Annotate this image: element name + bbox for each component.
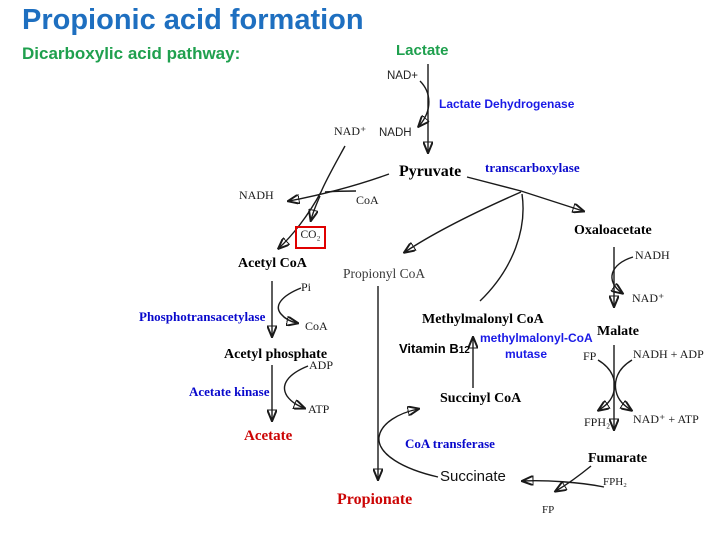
cofactor-nadh-top: NADH <box>379 127 412 139</box>
cofactor-nad-atp: NAD⁺ + ATP <box>633 412 699 426</box>
arrow-fumarate-to-succinate <box>523 481 605 488</box>
co2-highlight-box <box>295 226 326 249</box>
node-lactate: Lactate <box>396 42 449 59</box>
node-propionate: Propionate <box>337 491 413 508</box>
enzyme-transcarboxylase: transcarboxylase <box>485 160 580 175</box>
page-subtitle: Dicarboxylic acid pathway: <box>22 44 241 63</box>
curve-methylmalonyl-to-hub <box>479 193 524 302</box>
cofactor-coa-out: CoA <box>305 319 328 333</box>
curve-nadhadp-to-nadatp <box>614 359 632 410</box>
curve-pi-to-coa <box>277 287 302 323</box>
node-succinate: Succinate <box>440 468 506 485</box>
cofactor-adp: ADP <box>309 358 334 372</box>
enzyme-mm-mutase-line1: methylmalonyl-CoA <box>480 331 593 345</box>
arrow-to-co2 <box>311 195 321 220</box>
vitamin-b-text: Vitamin B <box>399 341 459 356</box>
cofactor-nadh-right: NADH <box>635 248 670 262</box>
enzyme-acetate-kinase: Acetate kinase <box>189 384 270 399</box>
arrow-pyruvate-to-oxaloacetate <box>466 176 583 211</box>
cofactor-nadh-left: NADH <box>239 188 274 202</box>
enzyme-lactate-dehydrogenase: Lactate Dehydrogenase <box>439 97 575 111</box>
arrow-hub-to-propionylcoa <box>405 191 522 252</box>
node-acetyl-coa: Acetyl CoA <box>238 256 307 271</box>
node-co2: CO₂ <box>300 229 321 241</box>
cofactor-nadh-adp: NADH + ADP <box>633 347 704 361</box>
label-vitamin-b12: Vitamin B12 <box>399 341 470 356</box>
node-propionyl-coa: Propionyl CoA <box>343 266 426 281</box>
cofactor-fph2: FPH₂ <box>584 415 611 429</box>
curve-succinate-to-succinylcoa <box>378 409 439 478</box>
curve-nad-to-nadh-ldh <box>419 80 429 126</box>
curve-adp-to-atp <box>283 365 309 408</box>
cofactor-atp: ATP <box>308 402 330 416</box>
curve-nadh-to-nad-right <box>612 256 634 293</box>
cofactor-fp: FP <box>583 349 597 363</box>
cofactor-fph2-bottom: FPH₂ <box>603 476 628 488</box>
node-succinyl-coa: Succinyl CoA <box>440 391 522 406</box>
cofactor-pi: Pi <box>301 280 312 294</box>
cofactor-nad-plus-top: NAD+ <box>387 70 418 82</box>
cofactor-coa-pyruvate: CoA <box>356 193 379 207</box>
node-acetyl-phosphate: Acetyl phosphate <box>224 347 328 362</box>
cofactor-nad-right: NAD⁺ <box>632 291 665 305</box>
curve-fumarate-to-fp <box>556 465 592 491</box>
vitamin-b-number: 12 <box>458 345 470 356</box>
cofactor-fp-bottom: FP <box>542 504 555 516</box>
node-fumarate: Fumarate <box>588 451 648 466</box>
enzyme-coa-transferase: CoA transferase <box>405 436 495 451</box>
curve-nad-to-acetylcoa <box>279 145 346 248</box>
node-pyruvate: Pyruvate <box>399 163 462 180</box>
enzyme-mm-mutase-line2: mutase <box>505 347 548 361</box>
cofactor-nad-plus-left: NAD⁺ <box>334 124 367 138</box>
page-title: Propionic acid formation <box>22 4 364 36</box>
node-malate: Malate <box>597 324 639 339</box>
enzyme-phosphotransacetylase: Phosphotransacetylase <box>139 309 266 324</box>
line-coa-feeder <box>324 190 357 193</box>
node-oxaloacetate: Oxaloacetate <box>574 223 652 238</box>
node-acetate: Acetate <box>244 428 293 444</box>
curve-fp-to-fph2 <box>598 359 616 410</box>
node-methylmalonyl-coa: Methylmalonyl CoA <box>422 312 544 327</box>
